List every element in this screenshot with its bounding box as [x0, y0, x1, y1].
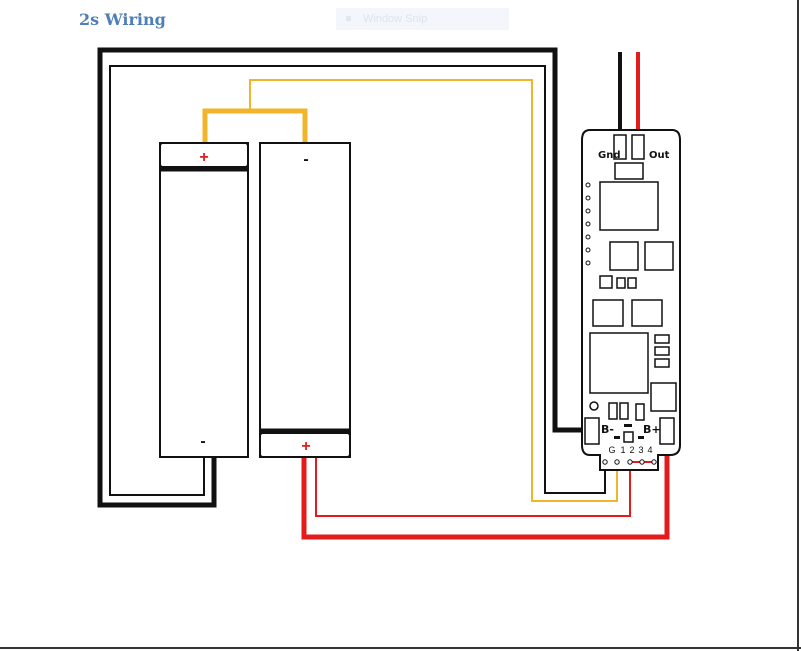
pin-label-2: 2 — [629, 445, 634, 455]
battery-left: + - — [159, 142, 249, 458]
yellow-bridge-wire — [202, 108, 308, 142]
snip-icon — [346, 16, 351, 21]
yellow-thin-wire — [249, 79, 618, 502]
red-thick-wire — [301, 440, 670, 540]
red-thin-wire — [315, 458, 631, 517]
out-label: Out — [649, 150, 670, 161]
battery-left-positive: + — [199, 149, 208, 166]
pin-label-3: 3 — [638, 445, 643, 455]
b-minus-label: B- — [601, 423, 614, 436]
black-thin-wire — [109, 65, 606, 496]
b-plus-label: B+ — [643, 423, 661, 436]
pin-label-1: 1 — [620, 445, 625, 455]
battery-right-positive: + — [301, 438, 310, 455]
page-title: 2s Wiring — [79, 10, 166, 29]
window-snip-button[interactable]: Window Snip — [336, 8, 509, 30]
pin-label-4: 4 — [647, 445, 652, 455]
window-snip-label: Window Snip — [363, 13, 428, 25]
battery-right-negative: - — [303, 151, 308, 168]
battery-right: - + — [259, 142, 351, 458]
bms-board: Gnd Out B- B+ — [581, 129, 681, 471]
gnd-label: Gnd — [598, 150, 621, 161]
black-thick-wire — [97, 47, 592, 508]
battery-left-negative: - — [200, 433, 205, 450]
pin-label-g: G — [608, 445, 615, 455]
